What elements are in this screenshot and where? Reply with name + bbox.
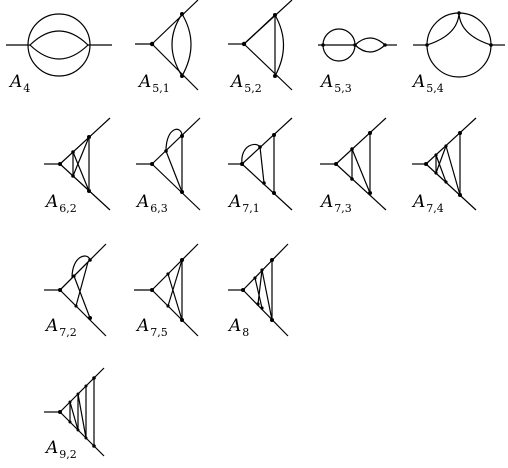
label-a9-2: A9,2	[46, 438, 77, 461]
diagram-a7-4	[412, 117, 477, 211]
diagram-a7-3	[320, 117, 387, 211]
label-a6-3: A6,3	[137, 192, 168, 215]
diagram-a5-2	[228, 0, 293, 91]
label-a5-3: A5,3	[321, 72, 352, 95]
diagram-a6-3	[136, 117, 201, 211]
diagram-a9-2	[44, 367, 105, 457]
label-a4: A4	[10, 72, 31, 95]
diagram-a7-2	[44, 243, 107, 337]
label-a7-4: A7,4	[413, 192, 444, 215]
diagram-a5-3	[318, 28, 397, 62]
diagram-a5-4	[413, 11, 505, 78]
label-a7-3: A7,3	[321, 192, 352, 215]
label-a6-2: A6,2	[46, 192, 77, 215]
diagram-a4	[6, 13, 112, 77]
diagram-a7-5	[134, 243, 199, 337]
label-a5-2: A5,2	[231, 72, 262, 95]
label-a7-5: A7,5	[137, 316, 168, 339]
diagram-a7-1	[228, 117, 293, 211]
label-a5-4: A5,4	[413, 72, 444, 95]
diagram-a5-1	[135, 0, 199, 91]
diagram-a8	[228, 243, 289, 337]
label-a7-2: A7,2	[46, 316, 77, 339]
label-a7-1: A7,1	[229, 192, 260, 215]
label-a5-1: A5,1	[139, 72, 170, 95]
label-a8: A8	[229, 316, 250, 339]
diagram-a6-2	[44, 117, 111, 211]
